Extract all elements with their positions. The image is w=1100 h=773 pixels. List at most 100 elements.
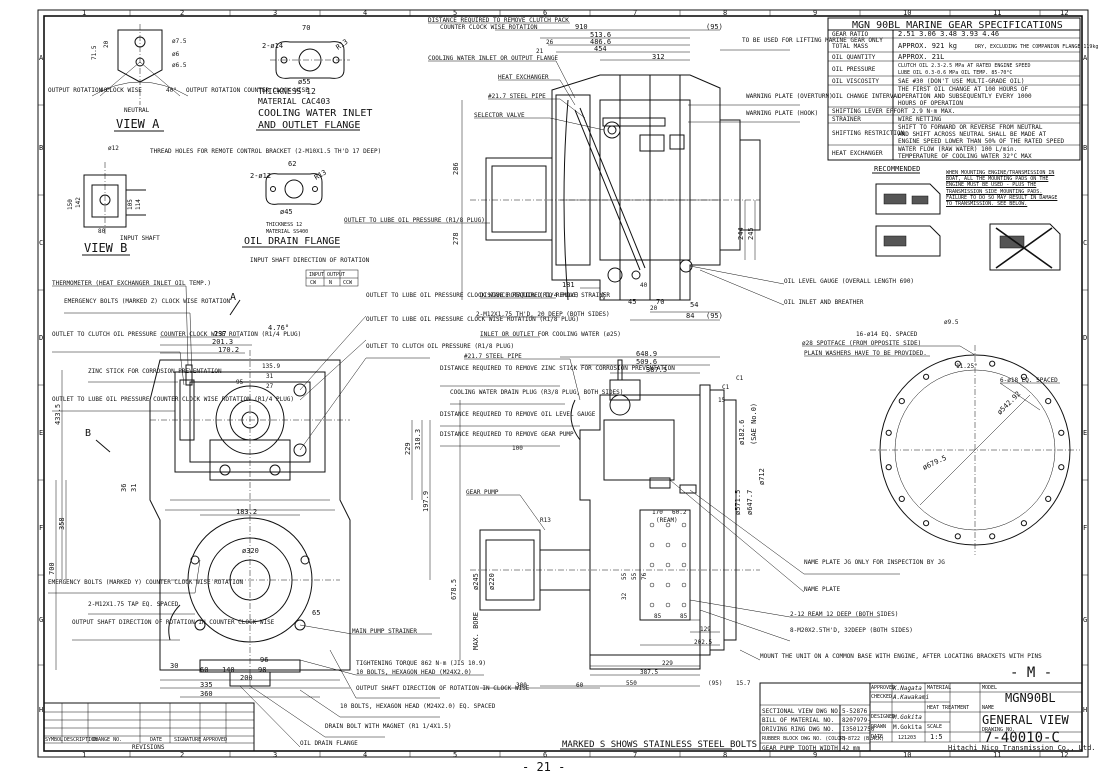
spec-value: APPROX. 21L [898, 53, 944, 61]
spec-value: AND SHIFT ACROSS NEUTRAL SHALL BE MADE A… [898, 131, 1046, 138]
col-number: 4 [363, 751, 367, 759]
m-mark: - M - [1010, 665, 1052, 681]
dim-label: ø55 [298, 78, 311, 86]
recommended-title: RECOMMENDED [874, 165, 920, 173]
rear-label: DISTANCE REQUIRED TO REMOVE ZINC STICK F… [440, 365, 675, 372]
col-number: 6 [543, 751, 547, 759]
dim-label: 71.5 [91, 45, 98, 60]
bolt-hole [989, 533, 996, 540]
front-label: OUTLET TO LUBE OIL PRESSURE COUNTER CLOC… [52, 396, 294, 403]
front-view: ø320 237 201.3 170.2 4.76° 135.9 95 31 2… [48, 257, 579, 748]
dim-label: 40 [640, 282, 648, 289]
dim-label: 32 [621, 592, 628, 600]
col-number: 10 [903, 751, 911, 759]
tb-model-label: MODEL [982, 685, 997, 691]
rear-label: COOLING WATER DRAIN PLUG (R3/8 PLUG, BOT… [450, 389, 623, 396]
dim-label: 70 [656, 298, 664, 306]
bolt-hole [898, 398, 905, 405]
spec-label: TOTAL MASS [832, 43, 869, 50]
dim-label: (REAM) [656, 517, 678, 524]
rev-head: CHANGE NO. [92, 737, 122, 743]
spec-note: DRY, EXCLUDING THE COMPANION FLANGE:119k… [975, 44, 1098, 50]
rear-label: 8-M20X2.5TH'D, 32DEEP (BOTH SIDES) [790, 627, 913, 634]
col-number: 11 [993, 751, 1001, 759]
rotation-cell: CCW [343, 280, 353, 286]
row-letter: G [1083, 616, 1087, 624]
col-number: 9 [813, 751, 817, 759]
spec-label: OIL PRESSURE [832, 66, 876, 73]
front-label: OUTPUT SHAFT DIRECTION OF ROTATION IN CL… [356, 685, 530, 692]
tb-name: GENERAL VIEW [982, 713, 1069, 727]
spec-value: CLUTCH OIL 2.3-2.5 MPa AT RATED ENGINE S… [898, 63, 1030, 69]
bolt-hole [885, 464, 892, 471]
dim-label: 85 [654, 613, 662, 620]
spec-value: SAE #30 (DON'T USE MULTI-GRADE OIL) [898, 78, 1024, 85]
dim-label: ø542.92 [996, 390, 1023, 417]
row-letter: E [39, 429, 43, 437]
bolt-hole [1045, 398, 1052, 405]
dim-label: 181 [562, 281, 575, 289]
rotation-cell: N [329, 280, 332, 286]
dim-label: 96 [260, 656, 268, 664]
dim-label: ø571.5 [734, 490, 742, 515]
dim-label: 70 [302, 24, 310, 32]
col-number: 1 [82, 751, 86, 759]
front-label: TIGHTENING TORQUE 862 N·m (JIS 10.9) [356, 660, 486, 667]
side-label: COUNTER CLOCK WISE ROTATION [440, 24, 538, 31]
dim-label: ø45 [280, 208, 293, 216]
rear-label: NAME PLATE JG ONLY FOR INSPECTION BY JG [804, 559, 945, 566]
spec-value: THE FIRST OIL CHANGE AT 100 HOURS OF [898, 86, 1028, 93]
spec-label: SHIFTING LEVER EFFORT [832, 108, 908, 115]
side-label: INLET OR OUTLET FOR COOLING WATER (ø25) [480, 331, 621, 338]
dim-label: R13 [335, 38, 350, 52]
dim-label: 200 [240, 674, 253, 682]
rotation-head: OUTPUT [327, 272, 345, 278]
rear-label: DISTANCE REQUIRED TO REMOVE GEAR PUMP [440, 431, 574, 438]
tb-heat-label: HEAT TREATMENT [927, 705, 969, 711]
front-label: 10 BOLTS, HEXAGON HEAD (M24X2.0) [356, 669, 472, 676]
page-number: - 21 - [522, 760, 565, 773]
dim-label: MAX. BORE [472, 612, 480, 650]
dim-label: 135.9 [262, 363, 280, 370]
dim-label: R13 [313, 168, 328, 181]
row-letter: F [39, 524, 43, 532]
view-a: 40° 40° ø7.5 ø6 ø6.5 71.5 20 OUTPUT ROTA… [48, 24, 309, 132]
view-b-label: THREAD HOLES FOR REMOTE CONTROL BRACKET … [150, 148, 381, 155]
side-label: HEAT EXCHANGER [498, 74, 549, 81]
rear-view: 648.9 509.6 387.5 C1 C1 15 ø571.5 ø647.7… [440, 350, 1042, 689]
side-label: DISTANCE REQUIRED TO REMOVE CLUTCH PACK [428, 17, 569, 24]
dim-label: (SAE No.0) [750, 403, 758, 445]
flange-title: AND OUTLET FLANGE [258, 120, 360, 131]
row-letter: B [39, 144, 43, 152]
bolt-hole [954, 360, 961, 367]
tb-left-value: 8207979- [842, 717, 871, 724]
side-label: DISTANCE REQUIRED TO REMOVE STRAINER [480, 292, 610, 299]
dim-label: 550 [626, 680, 637, 687]
front-label: EMERGENCY BOLTS (MARKED Z) CLOCK WISE RO… [64, 298, 231, 305]
dim-label: 129 [700, 626, 711, 633]
output-flange-circle: ø542.92 ø679.5 ø9.5 11.25° 16-ø14 EQ. SP… [802, 319, 1080, 555]
front-label: THERMOMETER (HEAT EXCHANGER INLET OIL TE… [52, 280, 211, 287]
dim-label: 229 [662, 660, 673, 667]
spec-label: GEAR RATIO [832, 31, 869, 38]
row-letter: B [1083, 144, 1087, 152]
side-label: #21.7 STEEL PIPE [488, 93, 546, 100]
dim-label: C1 [722, 384, 730, 391]
dim-label: 237 [214, 330, 227, 338]
col-number: 10 [903, 9, 911, 17]
side-label: TO BE USED FOR LIFTING MARINE GEAR ONLY [742, 37, 883, 44]
view-a-label: OUTPUT ROTATION COUNTER CLOCK WISE [186, 87, 309, 94]
dim-label: 700 [48, 562, 56, 575]
dim-label: 26 [546, 39, 554, 46]
view-b-title: VIEW B [84, 241, 127, 255]
side-label: 2-M12X1.75 TH'D, 20 DEEP (BOTH SIDES) [476, 311, 610, 318]
tb-role: DRAWN [871, 724, 886, 730]
spec-label: OIL QUANTITY [832, 54, 876, 61]
dim-label: 486.6 [590, 38, 611, 46]
side-view: 910 (95) 513.6 486.6 454 312 26 21 DISTA… [344, 17, 914, 338]
dim-label: ø7.5 [172, 38, 187, 45]
row-letter: H [39, 706, 43, 714]
row-letter: E [1083, 429, 1087, 437]
dim-label: 183.2 [236, 508, 257, 516]
rear-label: #21.7 STEEL PIPE [464, 353, 522, 360]
